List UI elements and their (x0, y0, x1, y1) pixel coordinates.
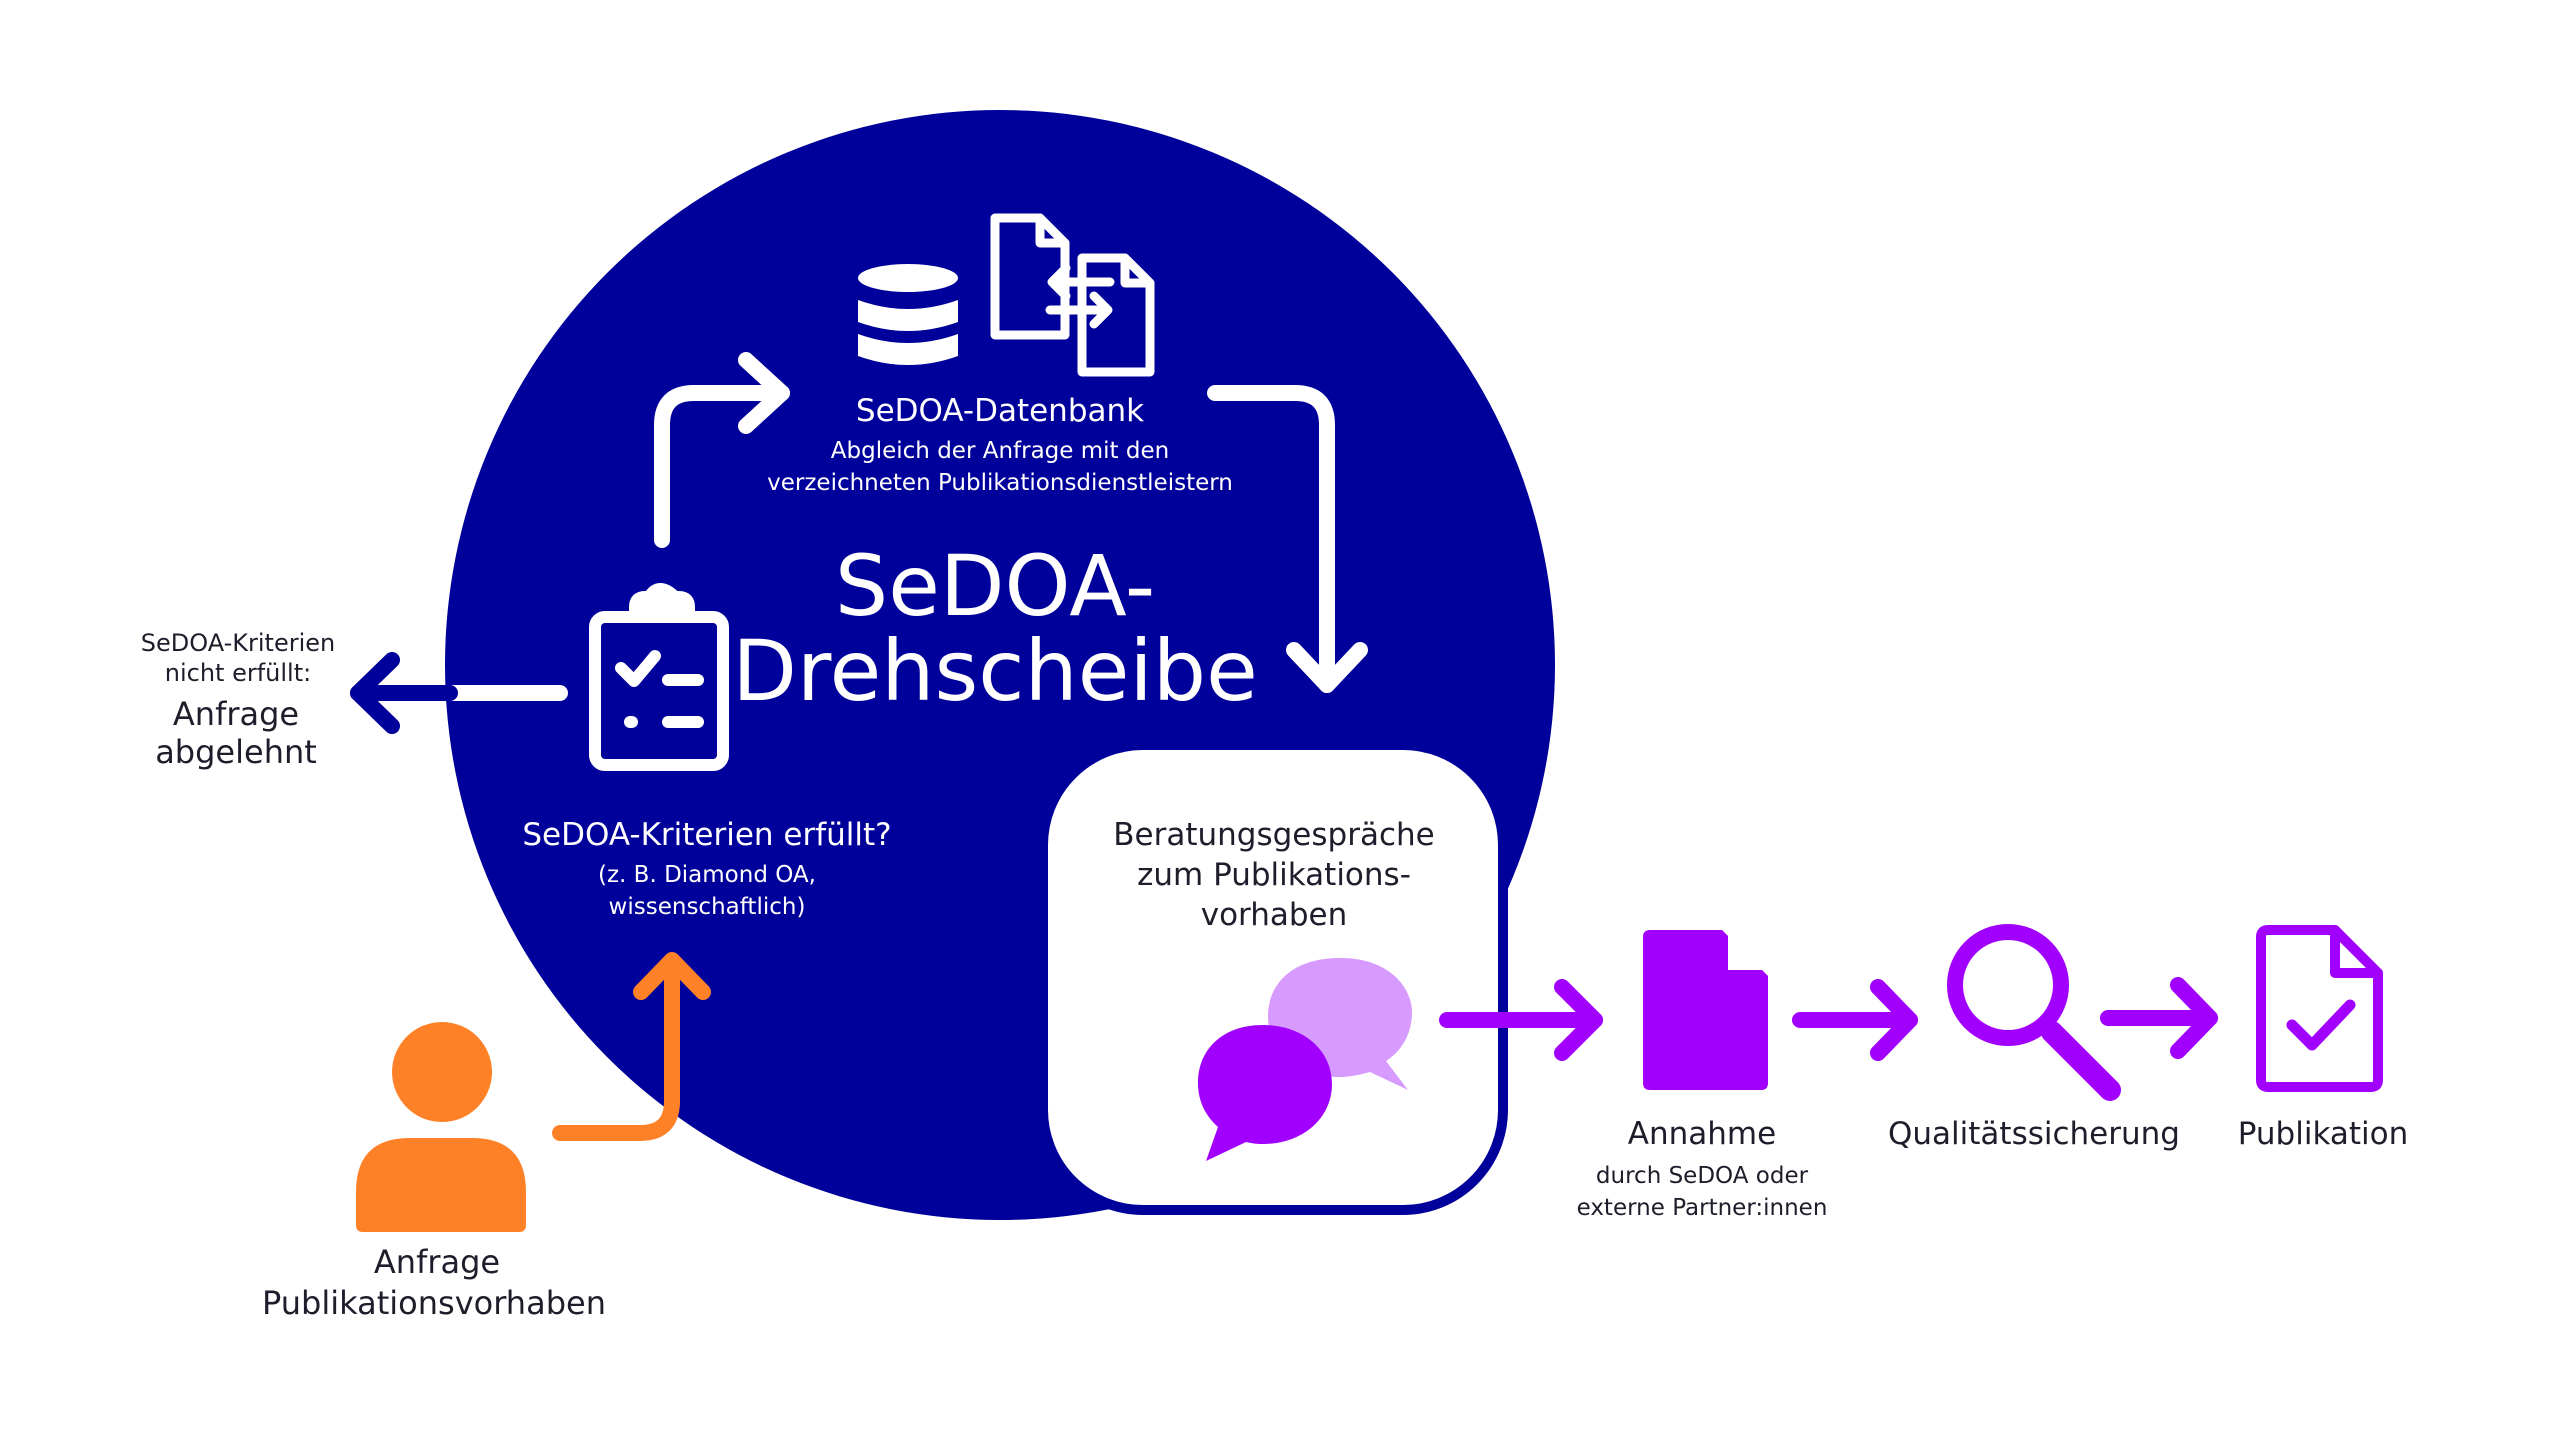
rejected-line2: nicht erfüllt: (165, 659, 311, 687)
arrow-consultation-to-acceptance (1439, 979, 1603, 1061)
clipboard-checklist-icon (589, 583, 729, 771)
database-icon (858, 264, 958, 365)
acceptance-sub-line2: externe Partner:innen (1577, 1195, 1828, 1221)
hub-title-line1: SeDOA- (835, 537, 1155, 635)
criteria-title: SeDOA-Kriterien erfüllt? (522, 817, 891, 853)
arrow-request-to-criteria (552, 952, 711, 1141)
document-exchange-icon (990, 213, 1155, 377)
database-desc-line1: Abgleich der Anfrage mit den (831, 438, 1169, 464)
rejected-line4: abgelehnt (155, 733, 317, 771)
consultation-line3: vorhaben (1201, 897, 1348, 933)
database-title: SeDOA-Datenbank (856, 393, 1144, 429)
arrow-criteria-to-database (654, 352, 790, 548)
chat-bubbles-icon (1198, 958, 1412, 1161)
database-desc-line2: verzeichneten Publikationsdienstleistern (767, 470, 1233, 496)
magnifier-icon (1947, 924, 2121, 1101)
acceptance-title: Annahme (1628, 1116, 1776, 1152)
quality-title: Qualitätssicherung (1888, 1116, 2180, 1152)
consultation-box (1038, 740, 1508, 1215)
publication-title: Publikation (2238, 1116, 2409, 1152)
arrow-acceptance-to-quality (1792, 979, 1918, 1061)
rejected-line3: Anfrage (173, 695, 299, 733)
request-line2: Publikationsvorhaben (262, 1284, 606, 1322)
person-icon (356, 1022, 526, 1232)
document-icon (1643, 930, 1768, 1090)
rejected-line1: SeDOA-Kriterien (141, 629, 335, 657)
hub-title-line2: Drehscheibe (732, 622, 1258, 720)
consultation-line2: zum Publikations- (1137, 857, 1411, 893)
acceptance-sub-line1: durch SeDOA oder (1596, 1163, 1809, 1189)
arrow-quality-to-publication (2100, 977, 2218, 1059)
document-check-icon (2256, 925, 2383, 1092)
arrow-criteria-to-rejected (350, 652, 568, 734)
request-line1: Anfrage (374, 1243, 500, 1281)
criteria-sub-line2: wissenschaftlich) (609, 894, 806, 920)
consultation-line1: Beratungsgespräche (1113, 817, 1434, 853)
criteria-sub-line1: (z. B. Diamond OA, (598, 862, 816, 888)
arrow-database-to-consultation (1207, 385, 1368, 693)
